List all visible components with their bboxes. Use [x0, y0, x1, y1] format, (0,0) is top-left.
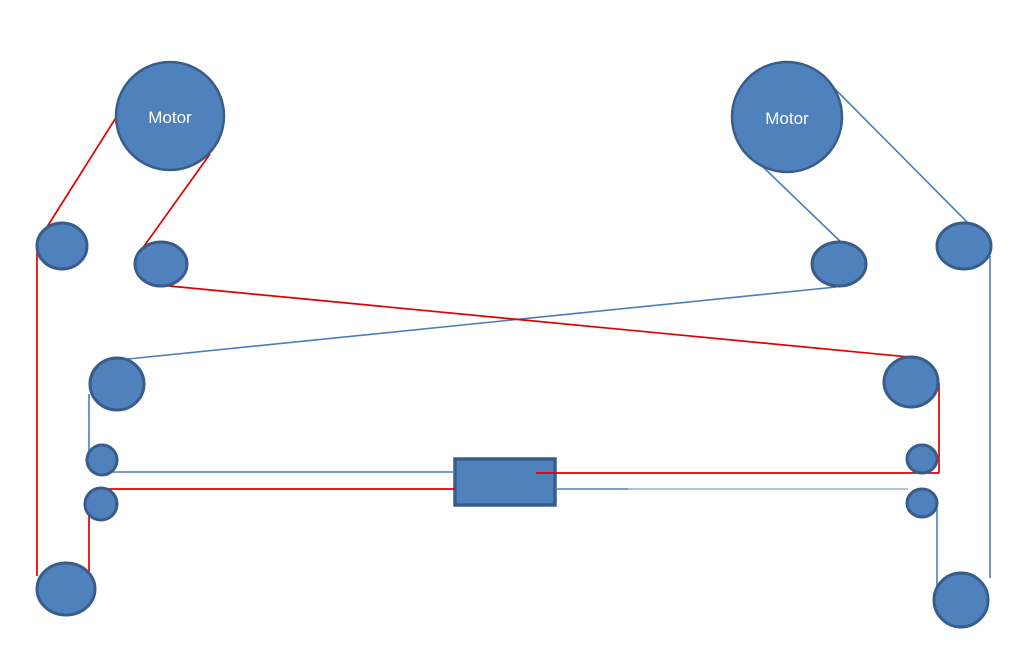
blue-belt-segment-cross-diagonal	[127, 286, 837, 360]
blue-belt-segment-motor-to-inner-idler	[761, 165, 845, 246]
idler-mid-right-large	[882, 355, 940, 409]
right-motor-pulley	[730, 60, 844, 174]
red-belt-segment-motor-to-outer-idler	[46, 115, 118, 228]
blue-belt	[88, 87, 991, 589]
red-belt	[36, 115, 940, 576]
red-belt-segment-cross-diagonal	[158, 284, 910, 358]
right-motor-label: Motor	[765, 109, 809, 128]
idler-mid-left-large	[88, 356, 146, 412]
red-belt-segment-motor-to-inner-idler	[141, 153, 211, 250]
idler-top-right-inner	[810, 240, 868, 288]
carriage-block	[453, 457, 557, 507]
left-motor-label: Motor	[148, 108, 192, 127]
motors: Motor Motor	[114, 60, 844, 174]
idler-pulleys	[35, 221, 993, 629]
idler-small-left-lower	[83, 486, 119, 522]
idler-bottom-left	[35, 561, 97, 617]
idler-bottom-right	[932, 571, 990, 629]
left-motor-pulley	[114, 60, 226, 172]
idler-small-right-lower	[905, 487, 939, 519]
idler-top-left-outer	[35, 221, 89, 271]
idler-top-left-inner	[133, 240, 189, 288]
idler-small-left-upper	[85, 443, 119, 477]
idler-small-right-upper	[905, 443, 939, 475]
blue-belt-segment-motor-to-outer-idler	[833, 87, 974, 229]
idler-top-right-outer	[935, 221, 993, 271]
